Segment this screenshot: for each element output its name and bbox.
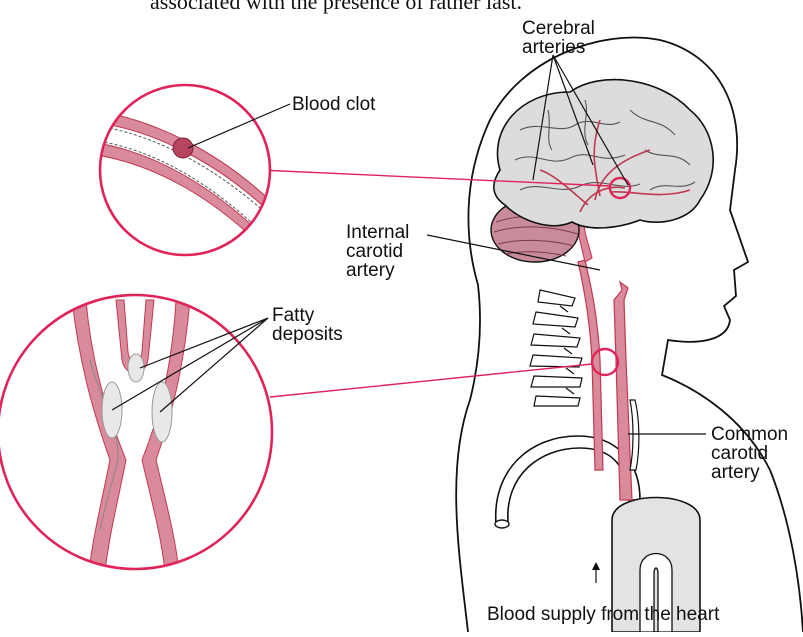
- common-carotid-label-line2: carotid: [711, 443, 768, 464]
- blood-supply-label: Blood supply from the heart: [487, 604, 719, 625]
- header-fragment: associated with the presence of rather l…: [150, 0, 522, 12]
- internal-carotid-label-line3: artery: [346, 260, 395, 281]
- common-carotid-label-line3: artery: [711, 462, 760, 483]
- clot-magnified-view: [90, 85, 280, 260]
- common-carotid-label-line1: Common: [711, 424, 788, 445]
- up-arrow-icon: [592, 562, 600, 570]
- internal-carotid-label-line2: carotid: [346, 241, 403, 262]
- internal-carotid-label-line1: Internal: [346, 222, 409, 243]
- spine: [530, 290, 582, 406]
- fatty-deposits-label-line2: deposits: [272, 324, 343, 345]
- blood-clot: [173, 138, 193, 158]
- plaque-magnified-view: [0, 295, 272, 580]
- fatty-deposits-label-line1: Fatty: [272, 305, 314, 326]
- brain: [494, 80, 713, 228]
- blood-clot-label: Blood clot: [292, 94, 375, 115]
- cerebral-arteries-label-line2: arteries: [522, 37, 585, 58]
- cerebral-arteries-label-line1: Cerebral: [522, 18, 595, 39]
